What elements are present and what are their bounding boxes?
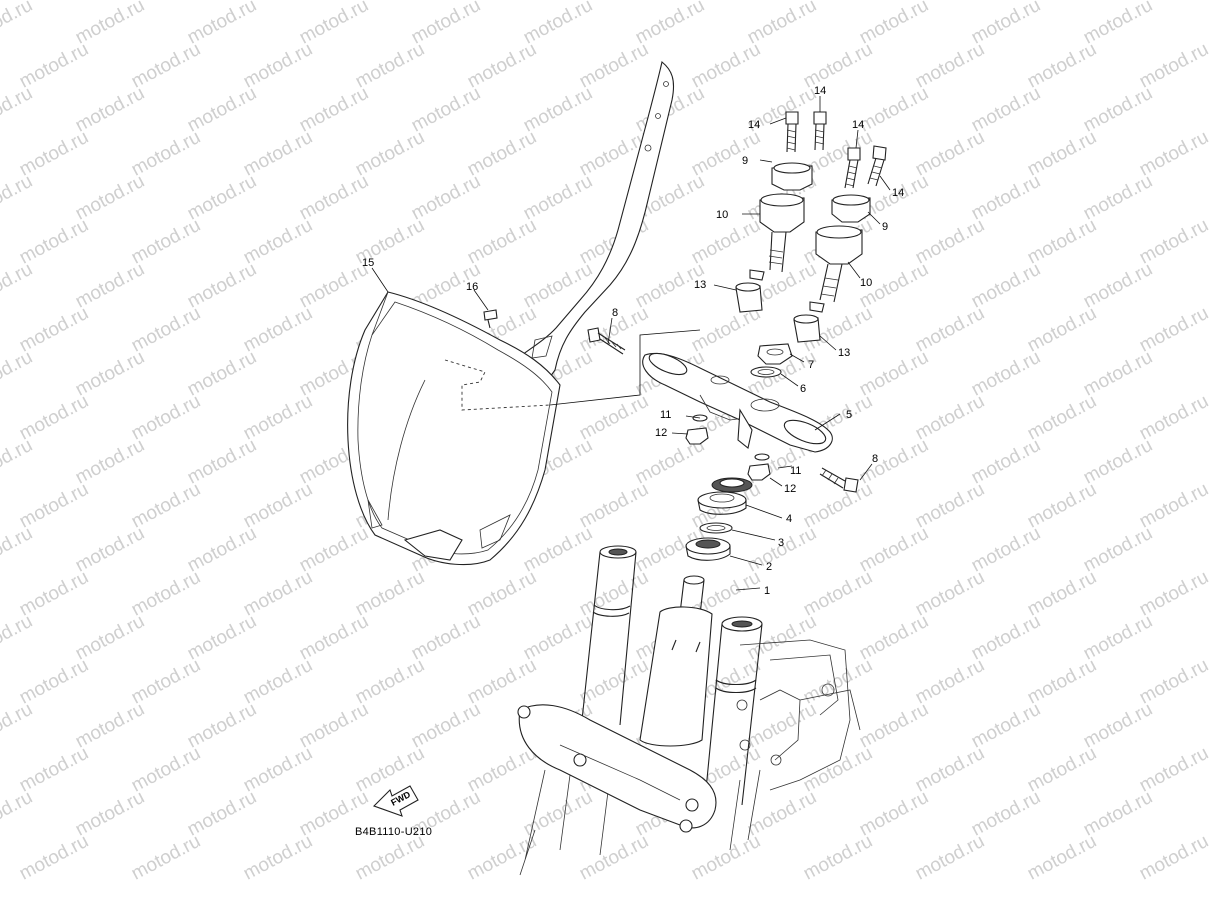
forward-arrow: FWD [372, 785, 419, 817]
number-plate [347, 291, 701, 566]
handlebar-clamp-upper-left [771, 162, 813, 191]
rubber-damper-left [735, 282, 763, 313]
callout-14-a: 14 [748, 119, 760, 131]
bolt-16 [483, 309, 498, 329]
callout-5: 5 [846, 409, 852, 421]
callout-10-right: 10 [860, 277, 872, 289]
callout-labels: 1 2 3 4 5 6 7 8 8 9 9 10 10 11 11 12 12 … [362, 85, 904, 597]
callout-11-left: 11 [660, 409, 671, 421]
leader-lines [371, 96, 891, 591]
callout-2: 2 [766, 561, 772, 573]
steering-column [639, 575, 713, 747]
lower-triple-clamp [517, 704, 717, 833]
steering-nut [757, 343, 793, 365]
callout-14-b: 14 [814, 85, 826, 97]
rubber-damper-right [793, 314, 821, 343]
seal-3 [699, 522, 733, 534]
cover-4 [697, 491, 747, 515]
callout-6: 6 [800, 383, 806, 395]
washer-11-right [754, 453, 770, 461]
nut-12-left [685, 427, 709, 445]
callout-15: 15 [362, 257, 374, 269]
bolt-14-pair-left [785, 111, 827, 153]
washer-6 [750, 366, 782, 378]
ring-nut [711, 477, 753, 493]
fork-tube-left [519, 545, 637, 876]
callout-1: 1 [764, 585, 770, 597]
callout-12-left: 12 [655, 427, 667, 439]
callout-4: 4 [786, 513, 792, 525]
bolt-8-left [587, 327, 626, 355]
callout-14-d: 14 [892, 187, 904, 199]
bolt-8-right [819, 467, 859, 493]
diagram-code: B4B1110-U210 [355, 826, 433, 838]
callout-3: 3 [778, 537, 784, 549]
bolt-14-pair-right [844, 145, 887, 189]
callout-8-right: 8 [872, 453, 878, 465]
fork-tube-right [704, 616, 763, 806]
nut-12-right [747, 463, 771, 481]
handlebar-holder-right [809, 225, 863, 313]
callout-14-c: 14 [852, 119, 864, 131]
bearing-1 [685, 537, 731, 561]
frame-head [729, 639, 861, 851]
callout-16: 16 [466, 281, 478, 293]
handlebar-clamp-upper-right [831, 194, 871, 223]
handlebar-holder-left [749, 193, 805, 281]
callout-10-left: 10 [716, 209, 728, 221]
callout-11-right: 11 [790, 465, 801, 477]
upper-bracket [642, 352, 833, 453]
callout-8-left: 8 [612, 307, 618, 319]
callout-13-left: 13 [694, 279, 706, 291]
callout-7: 7 [808, 359, 814, 371]
callout-9-left: 9 [742, 155, 748, 167]
callout-9-right: 9 [882, 221, 888, 233]
callout-12-right: 12 [784, 483, 796, 495]
callout-13-right: 13 [838, 347, 850, 359]
